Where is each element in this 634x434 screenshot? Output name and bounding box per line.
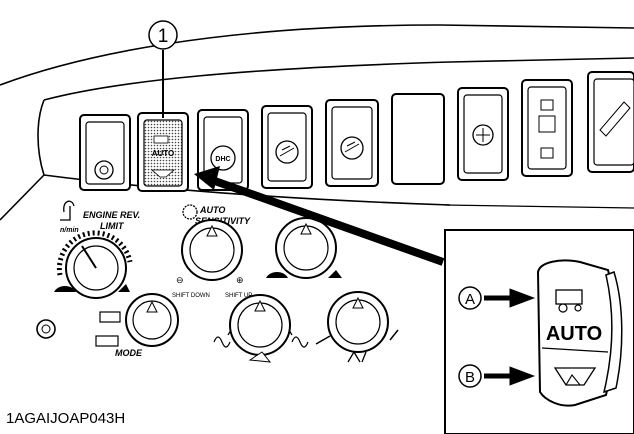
position-dial[interactable] (316, 292, 398, 362)
engine-rev-limit-group: ENGINE REV. LIMIT n/min (54, 201, 140, 298)
tractor-icon (556, 290, 582, 304)
speed-dial[interactable] (266, 218, 342, 278)
plus-symbol: ⊕ (236, 275, 244, 285)
engine-unit: n/min (60, 227, 79, 234)
tractor-icon (100, 312, 120, 322)
marker-b-label: B (465, 369, 475, 386)
inset-switch: AUTO (538, 260, 622, 405)
dhc-label: DHC (215, 156, 230, 163)
rabbit-icon (328, 270, 342, 278)
shift-down-label: SHIFT DOWN (172, 293, 210, 299)
engine-label-line1: ENGINE REV. (83, 210, 140, 220)
wave-icon (292, 337, 308, 347)
turtle-icon (266, 272, 288, 278)
auto-sensitivity-dial[interactable] (182, 220, 242, 280)
auto-switch-label: AUTO (152, 149, 175, 158)
tractor-icon (154, 136, 168, 143)
mode-group: MODE (96, 294, 178, 358)
draft-dial[interactable] (214, 295, 308, 362)
engine-label-line2: LIMIT (100, 221, 125, 231)
inset-detail: AUTO A B (445, 230, 634, 434)
position-icon (348, 352, 366, 362)
wave-icon (214, 337, 230, 347)
tractor-icon (96, 336, 118, 346)
marker-a-label: A (465, 291, 475, 308)
blank-switch[interactable] (392, 94, 444, 184)
callout-number: 1 (158, 26, 169, 47)
power-switch[interactable] (80, 115, 130, 190)
inset-auto-label: AUTO (546, 323, 602, 345)
auto-sensitivity-group: AUTO SENSITIVITY ⊖ ⊕ SHIFT DOWN SHIFT UP (172, 205, 252, 299)
auto-switch[interactable]: AUTO (138, 113, 188, 191)
mode-dial[interactable] (126, 294, 178, 346)
figure-code: 1AGAIJOAP043H (6, 410, 125, 427)
work-light-switch-1[interactable] (262, 106, 312, 188)
callout-1: 1 (149, 21, 177, 118)
mode-label: MODE (115, 348, 143, 358)
beacon-switch[interactable] (458, 88, 508, 180)
engine-speed-icon (60, 201, 74, 220)
lock-icon (541, 148, 553, 158)
minus-symbol: ⊖ (176, 275, 184, 285)
cab-icon (539, 116, 555, 132)
sensitivity-label-line1: AUTO (199, 205, 225, 215)
work-light-switch-2[interactable] (326, 100, 378, 186)
auto-lock-switch[interactable] (522, 80, 572, 176)
edge-switch[interactable] (588, 72, 634, 172)
lock-icon (541, 100, 553, 110)
